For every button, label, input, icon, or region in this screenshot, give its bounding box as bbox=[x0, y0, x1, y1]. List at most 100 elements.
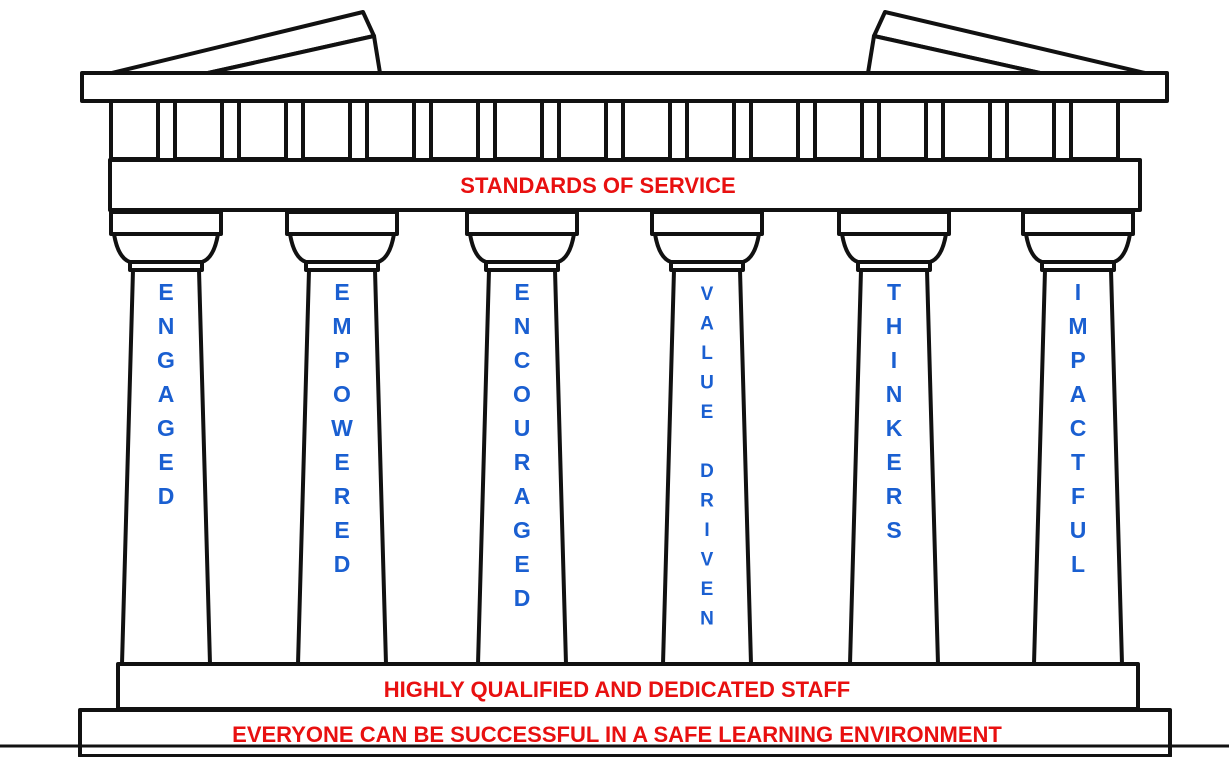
entablature-band bbox=[108, 158, 1142, 212]
dentil-block bbox=[941, 99, 992, 161]
pillar-letter: C bbox=[514, 347, 531, 373]
pillar-capital-slab bbox=[837, 210, 951, 236]
pillar-capital-echinus bbox=[840, 232, 948, 264]
pillar-letter: D bbox=[514, 585, 531, 611]
dentil-block bbox=[237, 99, 288, 161]
pillar-letter: F bbox=[1071, 483, 1085, 509]
pillar-letter: D bbox=[334, 551, 351, 577]
pillar-letter: E bbox=[158, 449, 173, 475]
pillar-letter: G bbox=[513, 517, 531, 543]
pillar-letter: A bbox=[1070, 381, 1087, 407]
pillar-capital-echinus bbox=[112, 232, 220, 264]
pillar-letter: K bbox=[886, 415, 903, 441]
dentil-block bbox=[621, 99, 672, 161]
pillar-letter: R bbox=[700, 491, 714, 512]
pillar-letter: N bbox=[886, 381, 903, 407]
pillar-letter: R bbox=[334, 483, 351, 509]
pillar-letter: M bbox=[1068, 313, 1087, 339]
pillar-letter: H bbox=[886, 313, 903, 339]
pillar-letter: R bbox=[514, 449, 531, 475]
pillar-letter: U bbox=[514, 415, 531, 441]
dentil-block bbox=[173, 99, 224, 161]
pillar-letter: E bbox=[334, 449, 349, 475]
dentil-block bbox=[301, 99, 352, 161]
pillar-letter: I bbox=[891, 347, 897, 373]
pillar-letter: T bbox=[1071, 449, 1085, 475]
pillar-letter: G bbox=[157, 415, 175, 441]
pillar-capital-slab bbox=[109, 210, 223, 236]
pillar-letter: G bbox=[157, 347, 175, 373]
dentil-row bbox=[109, 99, 1120, 161]
pillar-letter: W bbox=[331, 415, 353, 441]
pillar-letter: P bbox=[334, 347, 349, 373]
pillar-letter: V bbox=[701, 284, 714, 305]
dentil-block bbox=[877, 99, 928, 161]
roof-left-ornament bbox=[110, 10, 382, 75]
dentil-block bbox=[429, 99, 480, 161]
base-step-label: EVERYONE CAN BE SUCCESSFUL IN A SAFE LEA… bbox=[232, 722, 1002, 747]
pillar-letter: E bbox=[334, 517, 349, 543]
pillar-letter: E bbox=[514, 551, 529, 577]
pillar-capital-slab bbox=[650, 210, 764, 236]
pillar-letter: U bbox=[700, 373, 714, 394]
pillar-letter: L bbox=[701, 343, 713, 364]
dentil-block bbox=[749, 99, 800, 161]
pillars-group: ENGAGEDEMPOWEREDENCOURAGEDVALUEDRIVENTHI… bbox=[109, 210, 1135, 666]
pillar-capital-echinus bbox=[288, 232, 396, 264]
pillar-letter: M bbox=[332, 313, 351, 339]
dentil-block bbox=[813, 99, 864, 161]
pillar-letter: O bbox=[513, 381, 531, 407]
pillar-capital-echinus bbox=[653, 232, 761, 264]
cornice-slab bbox=[80, 71, 1169, 103]
pillar-capital-slab bbox=[465, 210, 579, 236]
pillar-capital-echinus bbox=[1024, 232, 1132, 264]
pillar-letter: L bbox=[1071, 551, 1085, 577]
pillar-letter: N bbox=[700, 609, 714, 630]
dentil-block bbox=[685, 99, 736, 161]
dentil-block bbox=[1069, 99, 1120, 161]
entablature-label: STANDARDS OF SERVICE bbox=[460, 173, 735, 198]
pillar-letter: E bbox=[701, 402, 714, 423]
pillar-letter: S bbox=[886, 517, 901, 543]
pillar-letter: P bbox=[1070, 347, 1085, 373]
pillar-letter: E bbox=[334, 279, 349, 305]
upper-step-label: HIGHLY QUALIFIED AND DEDICATED STAFF bbox=[384, 677, 851, 702]
pillar-letter: N bbox=[158, 313, 175, 339]
pillar-capital-echinus bbox=[468, 232, 576, 264]
pillar-letter: I bbox=[1075, 279, 1081, 305]
pillar-letter: A bbox=[514, 483, 531, 509]
upper-step bbox=[116, 662, 1140, 711]
pillar-letter: D bbox=[700, 461, 714, 482]
dentil-block bbox=[365, 99, 416, 161]
roof-right-ornament bbox=[866, 10, 1147, 75]
pillar-letter: E bbox=[701, 579, 714, 600]
pillar-capital-slab bbox=[1021, 210, 1135, 236]
pillar-letter: N bbox=[514, 313, 531, 339]
pillar-letter: C bbox=[1070, 415, 1087, 441]
pillar-letter: E bbox=[514, 279, 529, 305]
pillar-letter: V bbox=[701, 550, 714, 571]
dentil-block bbox=[109, 99, 160, 161]
pillar-letter: U bbox=[1070, 517, 1087, 543]
dentil-block bbox=[557, 99, 608, 161]
base-step bbox=[78, 708, 1172, 757]
pillar-letter: O bbox=[333, 381, 351, 407]
pillar-capital-slab bbox=[285, 210, 399, 236]
dentil-block bbox=[493, 99, 544, 161]
pillar-letter: E bbox=[158, 279, 173, 305]
pillar-letter: R bbox=[886, 483, 903, 509]
pillar-letter: A bbox=[700, 314, 714, 335]
pillar-letter: D bbox=[158, 483, 175, 509]
pillar-letter: T bbox=[887, 279, 901, 305]
pillar-letter: A bbox=[158, 381, 175, 407]
pillar-letter: I bbox=[704, 520, 709, 541]
pillar-letter: E bbox=[886, 449, 901, 475]
dentil-block bbox=[1005, 99, 1056, 161]
